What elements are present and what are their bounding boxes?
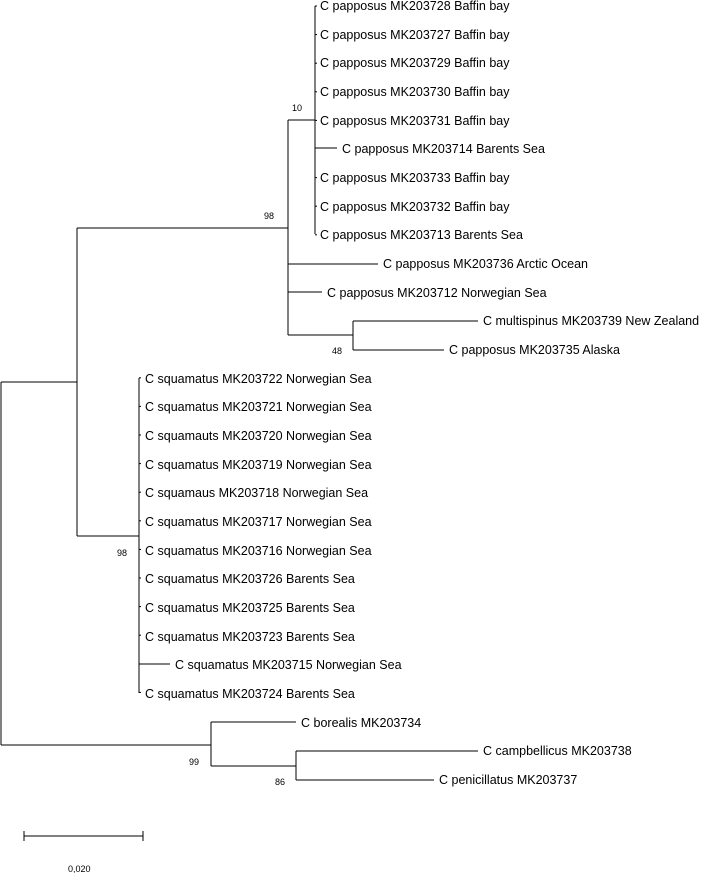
leaf-label: C squamatus MK203726 Barents Sea	[145, 572, 355, 586]
leaf-label: C squamatus MK203717 Norwegian Sea	[145, 515, 372, 529]
leaf-label: C penicillatus MK203737	[439, 773, 577, 787]
scale-bar-label: 0,020	[68, 864, 91, 873]
leaf-label: C squamatus MK203715 Norwegian Sea	[175, 658, 402, 672]
leaf-label: C squamatus MK203721 Norwegian Sea	[145, 400, 372, 414]
support-values: 10 98 48 98 99 86	[117, 103, 342, 787]
leaf-label: C papposus MK203736 Arctic Ocean	[383, 257, 588, 271]
leaf-label: C papposus MK203712 Norwegian Sea	[327, 286, 547, 300]
support-value-squamatus-clade: 98	[117, 548, 127, 558]
leaf-label: C papposus MK203714 Barents Sea	[342, 142, 545, 156]
leaf-label: C papposus MK203713 Barents Sea	[320, 228, 523, 242]
support-value-outgroup-clade: 99	[189, 757, 199, 767]
leaf-label: C squamatus MK203725 Barents Sea	[145, 601, 355, 615]
leaf-label: C squamatus MK203719 Norwegian Sea	[145, 458, 372, 472]
leaf-label: C papposus MK203733 Baffin bay	[320, 171, 510, 185]
support-value-campbellicus-penicillatus: 86	[275, 777, 285, 787]
leaf-label: C papposus MK203732 Baffin bay	[320, 200, 510, 214]
support-value-papposus-core: 10	[292, 103, 302, 113]
leaf-label: C multispinus MK203739 New Zealand	[483, 314, 699, 328]
leaf-labels: C papposus MK203728 Baffin bay C papposu…	[145, 0, 699, 787]
leaf-label: C papposus MK203730 Baffin bay	[320, 85, 510, 99]
support-value-papposus-clade: 98	[264, 211, 274, 221]
leaf-label: C papposus MK203735 Alaska	[449, 343, 620, 357]
leaf-label: C squamatus MK203723 Barents Sea	[145, 630, 355, 644]
leaf-label: C squamatus MK203716 Norwegian Sea	[145, 544, 372, 558]
leaf-label: C squamaus MK203718 Norwegian Sea	[145, 486, 368, 500]
tree-branches	[0, 5, 478, 841]
leaf-label: C papposus MK203731 Baffin bay	[320, 114, 510, 128]
support-value-multispinus-alaska: 48	[332, 346, 342, 356]
leaf-label: C campbellicus MK203738	[483, 744, 632, 758]
leaf-label: C papposus MK203728 Baffin bay	[320, 0, 510, 13]
leaf-label: C papposus MK203727 Baffin bay	[320, 28, 510, 42]
leaf-label: C papposus MK203729 Baffin bay	[320, 56, 510, 70]
leaf-label: C squamatus MK203722 Norwegian Sea	[145, 372, 372, 386]
leaf-label: C squamatus MK203724 Barents Sea	[145, 687, 355, 701]
leaf-label: C squamauts MK203720 Norwegian Sea	[145, 429, 372, 443]
leaf-label: C borealis MK203734	[301, 716, 421, 730]
